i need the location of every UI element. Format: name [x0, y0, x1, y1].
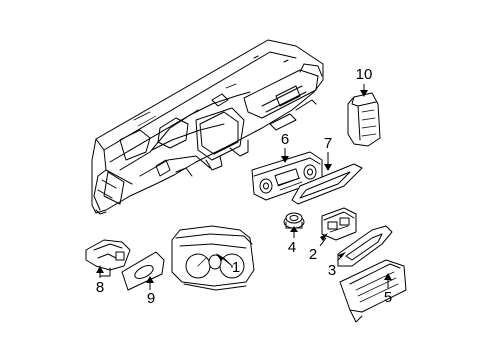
- part-8-bracket: [85, 239, 131, 277]
- callout-label-9: 9: [147, 290, 155, 307]
- callout-9: 9: [146, 276, 155, 307]
- callout-label-1: 1: [232, 259, 240, 276]
- part-9-trim-plate: [121, 251, 165, 291]
- part-3-trim-bezel: [337, 225, 393, 267]
- callout-label-10: 10: [356, 66, 373, 83]
- part-1-instrument-cluster: [171, 225, 255, 291]
- callout-label-4: 4: [288, 239, 296, 256]
- callout-label-2: 2: [309, 246, 317, 263]
- callout-10: 10: [356, 66, 373, 97]
- callout-5: 5: [384, 273, 392, 306]
- part-4-knob: [283, 212, 305, 229]
- callout-label-6: 6: [281, 131, 289, 148]
- part-5-trim-strip: [339, 259, 407, 323]
- callout-label-8: 8: [96, 279, 104, 296]
- callout-8: 8: [96, 266, 104, 296]
- callout-label-7: 7: [324, 135, 332, 152]
- callout-4: 4: [288, 226, 298, 256]
- callout-7: 7: [324, 135, 332, 171]
- instrument-panel: [91, 39, 324, 215]
- callout-1: 1: [216, 253, 240, 276]
- callout-3: 3: [328, 252, 346, 279]
- part-7-display-frame: [291, 163, 363, 205]
- callout-6: 6: [281, 131, 289, 163]
- part-10-module: [347, 92, 381, 147]
- callout-label-3: 3: [328, 262, 336, 279]
- part-6-climate-control: [251, 151, 323, 201]
- callout-label-5: 5: [384, 289, 392, 306]
- callout-2: 2: [309, 233, 328, 263]
- part-2-switch-unit: [321, 207, 357, 241]
